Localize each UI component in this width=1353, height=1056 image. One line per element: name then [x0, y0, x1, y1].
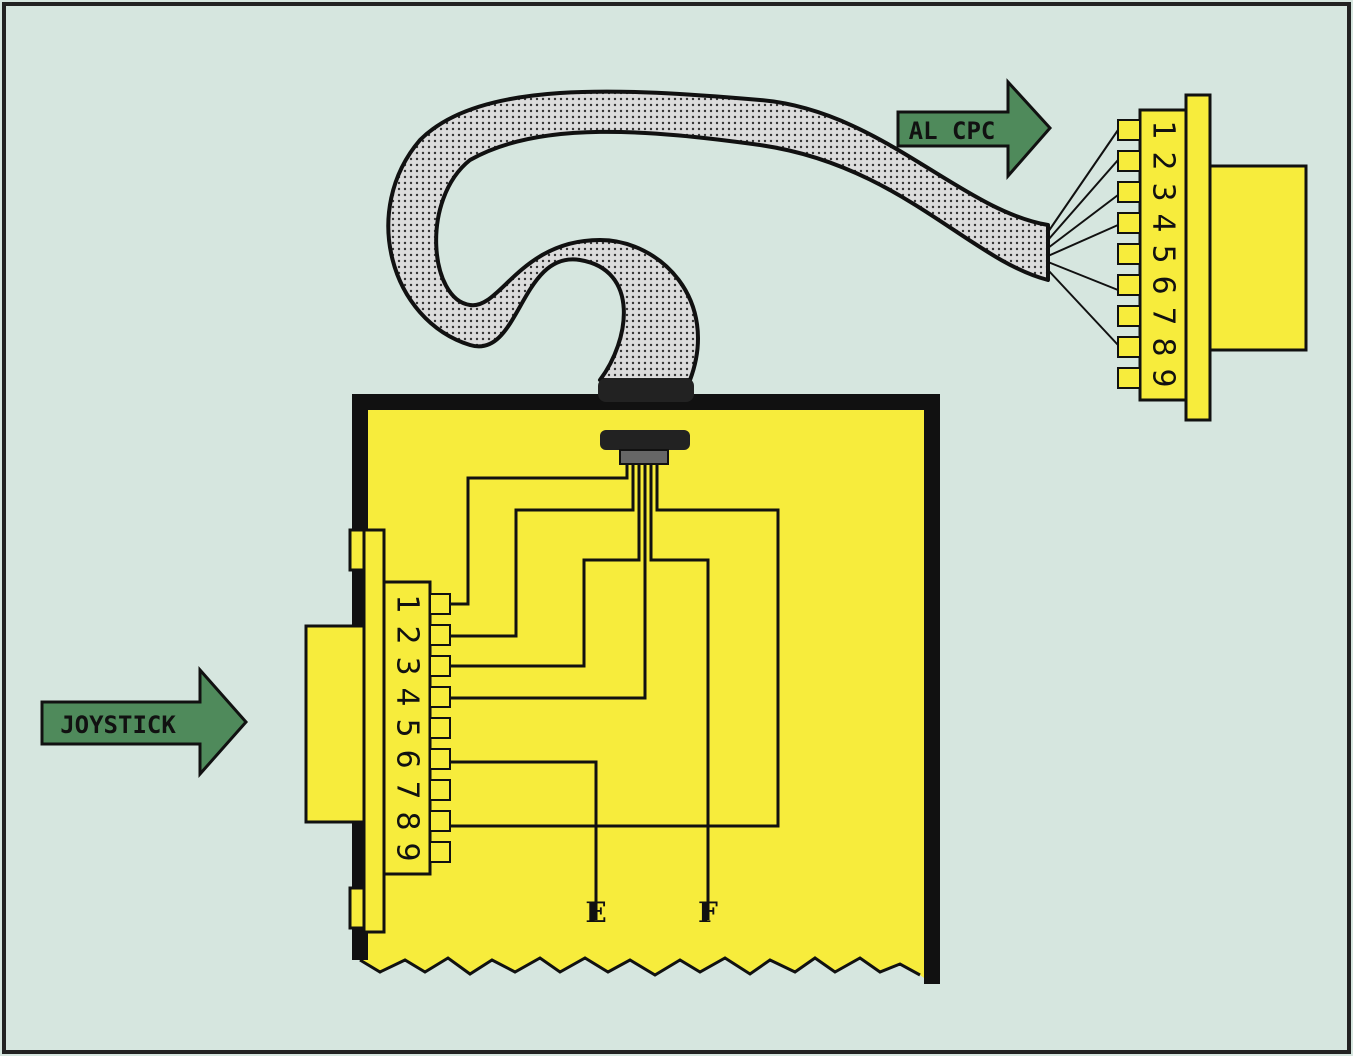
- pin-number: 9: [1146, 368, 1181, 387]
- connector-pin-numbers: 1 2 3 4 5 6 7 8 9: [390, 594, 425, 861]
- pin-number: 2: [390, 625, 425, 644]
- connector-pin-numbers: 1 2 3 4 5 6 7 8 9: [1146, 120, 1181, 387]
- connector-shell: [1196, 164, 1308, 352]
- grommet-neck: [619, 449, 669, 465]
- ribbon-cable: [386, 89, 1050, 382]
- pin-number: 7: [390, 780, 425, 799]
- pin-number: 6: [1146, 275, 1181, 294]
- connector-pin-tabs: [429, 593, 451, 863]
- pin-tab: [1117, 212, 1141, 234]
- grommet-outer: [598, 378, 694, 402]
- pin-tab: [429, 810, 451, 832]
- pin-number: 5: [1146, 244, 1181, 263]
- pin-number: 4: [1146, 213, 1181, 232]
- output-f-label: F: [698, 896, 718, 929]
- cable-grommet: [598, 378, 694, 465]
- pin-tab: [1117, 305, 1141, 327]
- pin-number: 8: [1146, 337, 1181, 356]
- to-cpc-arrow: AL CPC: [896, 78, 1053, 180]
- pin-tab: [429, 655, 451, 677]
- pin-tab: [1117, 336, 1141, 358]
- pin-number: 9: [390, 842, 425, 861]
- internal-wires: [450, 464, 780, 920]
- joystick-label: JOYSTICK: [60, 711, 176, 739]
- pin-tab: [429, 593, 451, 615]
- pin-tab: [1117, 181, 1141, 203]
- connector-pin-block: [1138, 108, 1188, 402]
- pin-tab: [429, 686, 451, 708]
- pin-tab: [429, 624, 451, 646]
- connector-flange: [1184, 93, 1212, 422]
- output-e-label: E: [585, 896, 606, 929]
- pin-number: 7: [1146, 306, 1181, 325]
- grommet-inner: [600, 430, 690, 450]
- pin-tab: [429, 748, 451, 770]
- cpc-connector: 1 2 3 4 5 6 7 8 9: [1117, 93, 1308, 422]
- pin-tab: [1117, 119, 1141, 141]
- pin-tab: [429, 779, 451, 801]
- joystick-connector: 1 2 3 4 5 6 7 8 9: [304, 528, 451, 934]
- box-torn-edge: [359, 956, 921, 977]
- pin-number: 3: [1146, 182, 1181, 201]
- pin-number: 3: [390, 656, 425, 675]
- pin-tab: [1117, 367, 1141, 389]
- pin-number: 1: [390, 594, 425, 613]
- cable-wires: [1047, 129, 1119, 346]
- arrow-shape: [40, 666, 249, 778]
- pin-tab: [1117, 274, 1141, 296]
- pin-number: 2: [1146, 151, 1181, 170]
- pin-number: 5: [390, 718, 425, 737]
- joystick-arrow: JOYSTICK: [40, 666, 249, 778]
- pin-number: 6: [390, 749, 425, 768]
- to-cpc-label: AL CPC: [909, 117, 996, 145]
- connector-flange: [362, 528, 386, 934]
- pin-tab: [1117, 150, 1141, 172]
- pin-number: 1: [1146, 120, 1181, 139]
- pin-number: 4: [390, 687, 425, 706]
- pin-tab: [429, 841, 451, 863]
- arrow-shape: [896, 78, 1053, 180]
- pin-number: 8: [390, 811, 425, 830]
- pin-tab: [1117, 243, 1141, 265]
- connector-pin-tabs: [1117, 119, 1141, 389]
- pin-tab: [429, 717, 451, 739]
